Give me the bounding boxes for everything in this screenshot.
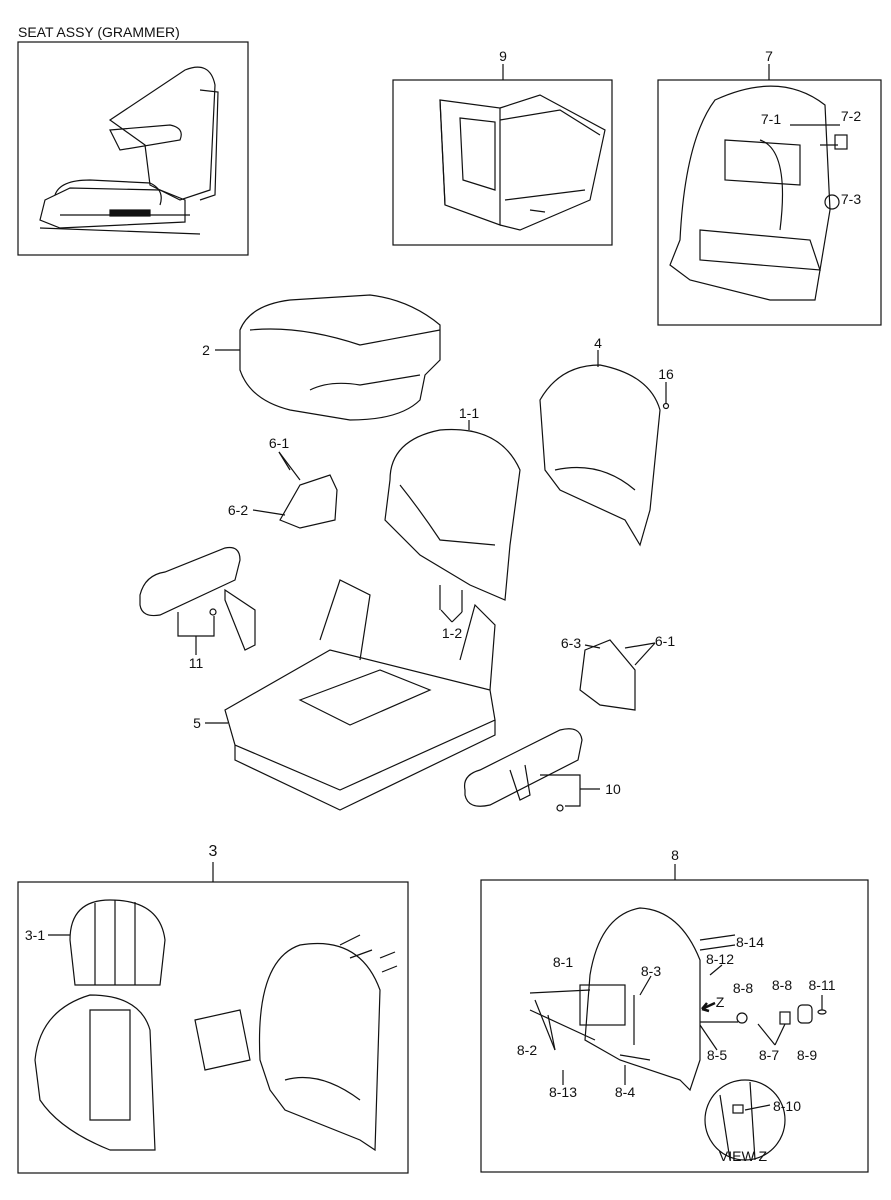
callout-8-14: 8-14 bbox=[735, 934, 765, 950]
part-6-covers bbox=[252, 451, 656, 711]
view-z-label: VIEW Z bbox=[718, 1148, 768, 1164]
callout-10: 10 bbox=[605, 781, 621, 797]
part-5-base bbox=[205, 579, 496, 811]
callout-8-12: 8-12 bbox=[705, 951, 735, 967]
callout-7: 7 bbox=[765, 48, 773, 64]
callout-8-7: 8-7 bbox=[758, 1047, 780, 1063]
callout-8-13: 8-13 bbox=[548, 1084, 578, 1100]
callout-2: 2 bbox=[202, 342, 210, 358]
callout-3-1: 3-1 bbox=[24, 927, 46, 943]
callout-7-3: 7-3 bbox=[840, 191, 862, 207]
z-label: Z bbox=[715, 994, 725, 1010]
callout-16: 16 bbox=[658, 366, 674, 382]
part-11-armrest bbox=[139, 546, 256, 655]
callout-8-4: 8-4 bbox=[614, 1084, 636, 1100]
callout-8-8-second: 8-8 bbox=[771, 977, 793, 993]
seat-assy-drawing bbox=[39, 66, 219, 235]
callout-6-3: 6-3 bbox=[560, 635, 582, 651]
callout-5: 5 bbox=[193, 715, 201, 731]
callout-7-1: 7-1 bbox=[760, 111, 782, 127]
part-9-drawing bbox=[439, 94, 606, 231]
callout-7-2: 7-2 bbox=[840, 108, 862, 124]
part-4-back-frame bbox=[539, 350, 670, 547]
callout-9: 9 bbox=[499, 48, 507, 64]
part-8-box bbox=[480, 879, 869, 1173]
callout-8-8: 8-8 bbox=[732, 980, 754, 996]
callout-8-10: 8-10 bbox=[772, 1098, 802, 1114]
callout-8-2: 8-2 bbox=[516, 1042, 538, 1058]
callout-11: 11 bbox=[188, 655, 204, 671]
callout-8-5: 8-5 bbox=[706, 1047, 728, 1063]
callout-4: 4 bbox=[594, 335, 602, 351]
part-1-1-back-cushion bbox=[384, 420, 521, 623]
callout-8-1: 8-1 bbox=[552, 954, 574, 970]
callout-6-1-right: 6-1 bbox=[654, 633, 676, 649]
part-3-box bbox=[17, 881, 409, 1174]
callout-8-9: 8-9 bbox=[796, 1047, 818, 1063]
z-arrow-icon bbox=[701, 1001, 716, 1013]
callout-8-3: 8-3 bbox=[640, 963, 662, 979]
part-3-drawing bbox=[34, 899, 398, 1152]
diagram-title: SEAT ASSY (GRAMMER) bbox=[18, 24, 180, 40]
callout-1-2: 1-2 bbox=[441, 625, 463, 641]
seat-assy-box bbox=[17, 41, 249, 256]
part-10-armrest bbox=[463, 728, 600, 812]
callout-1-1: 1-1 bbox=[458, 405, 480, 421]
callout-3: 3 bbox=[208, 843, 218, 860]
callout-8: 8 bbox=[671, 847, 679, 863]
callout-6-2: 6-2 bbox=[227, 502, 249, 518]
callout-8-11: 8-11 bbox=[808, 977, 836, 993]
part-7-drawing bbox=[669, 85, 848, 301]
part-9-box bbox=[392, 79, 613, 246]
part-2-cushion bbox=[215, 294, 441, 421]
callout-6-1: 6-1 bbox=[268, 435, 290, 451]
part-8-drawing bbox=[529, 907, 827, 1161]
